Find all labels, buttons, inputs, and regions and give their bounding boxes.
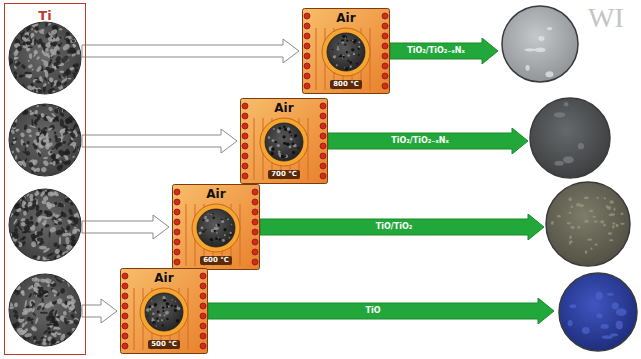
arrow-shape [208, 298, 554, 324]
micrograph-rim [9, 189, 81, 261]
furnace-box: Air 500 °C [120, 268, 208, 354]
atmosphere-label: Air [154, 271, 173, 285]
product-label: TiO₂/TiO₂₋ₓNₓ [391, 136, 448, 146]
hollow-arrow [82, 215, 169, 239]
product-arrow: TiO₂/TiO₂₋ₓNₓ [328, 128, 528, 154]
product-arrow: TiO₂/TiO₂₋ₓNₓ [390, 38, 498, 64]
sem-micrograph [8, 20, 84, 96]
product-label: TiO/TiO₂ [376, 222, 412, 232]
sem-micrograph [8, 186, 82, 264]
furnace-box: Air 700 °C [240, 98, 328, 184]
temperature-label: 800 °C [330, 80, 362, 89]
temperature-label: 700 °C [268, 170, 300, 179]
temperature-label: 500 °C [148, 340, 180, 349]
product-arrow: TiO/TiO₂ [260, 214, 544, 240]
temperature-label: 600 °C [200, 256, 232, 265]
furnace-box: Air 800 °C [302, 8, 390, 94]
sample-photo [502, 6, 578, 82]
group-title: Ti [38, 8, 51, 23]
sample-photo [530, 98, 610, 178]
product-label: TiO [366, 306, 381, 316]
atmosphere-label: Air [336, 11, 355, 25]
micrograph-rim [9, 22, 81, 94]
sample-group: Ti [4, 3, 86, 355]
hollow-arrow [82, 39, 299, 63]
hollow-arrow [82, 299, 117, 323]
furnace-box: Air 600 °C [172, 184, 260, 270]
atmosphere-label: Air [274, 101, 293, 115]
micrograph-rim [9, 104, 81, 176]
product-arrow: TiO [208, 298, 554, 324]
sample-photo [559, 273, 637, 351]
product-label: TiO₂/TiO₂₋ₓNₓ [407, 46, 464, 56]
sample-photo [546, 182, 630, 266]
watermark: WI [588, 2, 624, 34]
hollow-arrow [82, 129, 237, 153]
sem-micrograph [5, 274, 81, 349]
micrograph-rim [9, 274, 81, 346]
atmosphere-label: Air [206, 187, 225, 201]
sem-micrograph [9, 103, 81, 176]
